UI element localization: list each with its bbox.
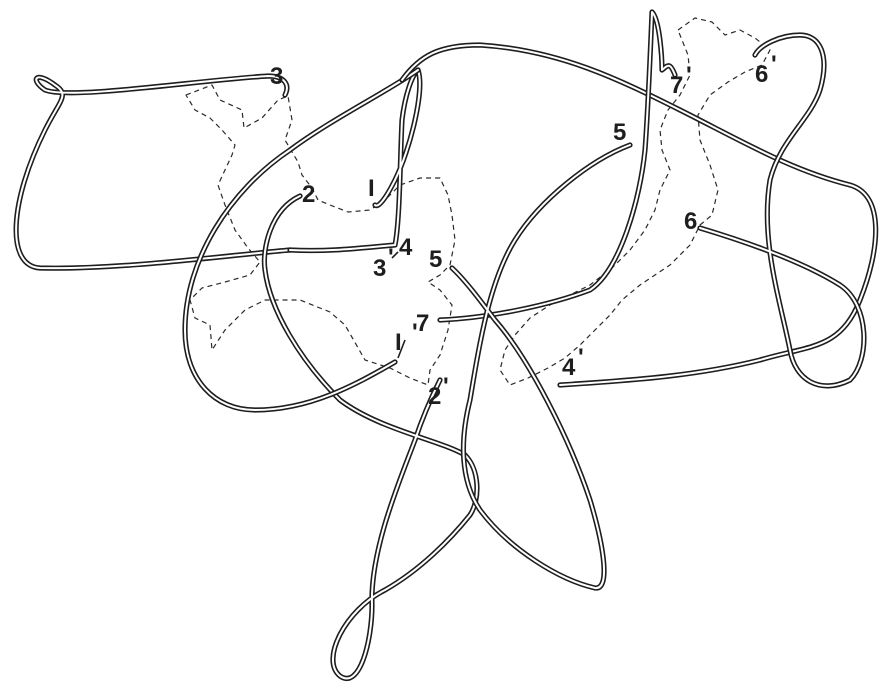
prime-mark-7: ' <box>686 62 692 89</box>
label-1-prime: I <box>395 329 402 356</box>
label-3-bottom: 3 <box>373 255 386 282</box>
strand-c <box>264 196 477 678</box>
label-4: 4 <box>399 234 413 261</box>
label-4-prime: 4 <box>562 354 576 381</box>
strand-e <box>402 45 876 385</box>
strand-a <box>16 76 290 268</box>
strand-b <box>290 70 420 251</box>
label-5-right: 5 <box>613 119 626 146</box>
label-6-prime: 6 <box>755 61 768 88</box>
label-7-center: 7 <box>416 310 429 337</box>
label-6-right: 6 <box>684 208 697 235</box>
label-7-prime: 7 <box>670 72 683 99</box>
prime-mark-6: ' <box>771 51 777 78</box>
strand-d <box>185 70 418 410</box>
label-5-center: 5 <box>429 246 442 273</box>
label-2: 2 <box>302 181 315 208</box>
strand-g <box>452 145 630 588</box>
label-3-top: 3 <box>270 63 283 90</box>
prime-mark-3: ' <box>388 244 394 271</box>
prime-mark-1: ' <box>412 319 418 346</box>
label-2-prime: 2 <box>428 383 441 410</box>
label-1: I <box>368 175 375 202</box>
prime-mark-4: ' <box>578 344 584 371</box>
prime-mark-2: ' <box>443 373 449 400</box>
